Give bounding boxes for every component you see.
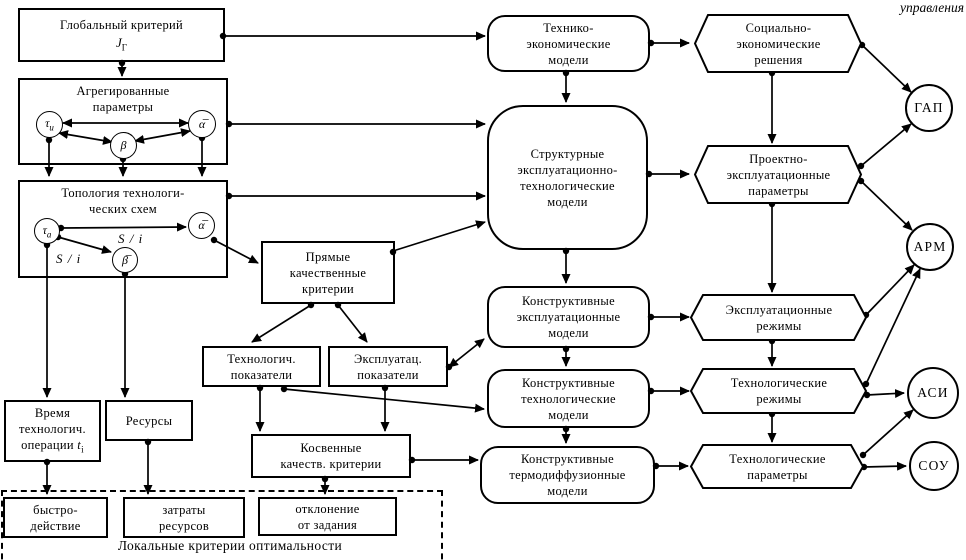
node-topology: Топология технологи- ческих схем	[18, 180, 228, 278]
page-caption-fragment: управления	[899, 0, 964, 15]
symbol-sub: а	[46, 229, 52, 240]
node-label: затраты ресурсов	[158, 502, 210, 533]
node-asi-circle: АСИ	[907, 367, 959, 419]
node-resource-costs: затраты ресурсов	[123, 497, 245, 538]
node-label: Косвенные качеств. критерии	[280, 441, 382, 471]
hexagon-oper-modes	[689, 294, 868, 341]
symbol-sub: i	[81, 444, 84, 455]
node-global-criterion: Глобальный критерий JГ	[18, 8, 225, 62]
node-label: ГАП	[914, 100, 944, 115]
connector-arrows	[42, 31, 921, 495]
node-label: Агрегированные параметры	[76, 84, 170, 114]
node-label: Эксплуатационные режимы	[725, 302, 833, 333]
node-oper-modes: Эксплуатационные режимы	[691, 295, 867, 340]
node-deviation: отклонение от задания	[258, 497, 397, 536]
node-aggregated-params: Агрегированные параметры	[18, 78, 228, 165]
node-label: Прямые качественные критерии	[289, 249, 367, 296]
node-constructive-oper-models: Конструктивные эксплуатационные модели	[487, 286, 650, 348]
symbol-tau: τа	[43, 223, 52, 239]
symbol-main: J	[116, 35, 122, 51]
node-label: АРМ	[913, 239, 947, 254]
node-label: Ресурсы	[125, 413, 173, 428]
node-resources: Ресурсы	[105, 400, 193, 441]
node-sou-circle: СОУ	[909, 441, 959, 491]
node-constructive-tech-models: Конструктивные технологические модели	[487, 369, 650, 428]
node-operation-time: Время технологич. операции ti	[4, 400, 101, 462]
node-label: СОУ	[918, 458, 950, 473]
symbol-circle-tau-aggregated: τи	[36, 111, 63, 138]
symbol-main: τ	[45, 116, 50, 131]
node-label: Глобальный критерий	[60, 18, 183, 33]
node-label: Проектно- эксплуатационные параметры	[726, 151, 831, 198]
symbol-tau: τи	[45, 116, 54, 132]
node-socio-econ-decisions: Социально- экономические решения	[695, 15, 862, 72]
hexagon-tech-params	[689, 444, 865, 489]
node-label: Технологические режимы	[730, 376, 828, 406]
node-label: АСИ	[917, 385, 949, 400]
node-direct-criteria: Прямые качественные критерии	[261, 241, 395, 304]
hexagon-tech-modes	[689, 368, 868, 414]
node-indirect-criteria: Косвенные качеств. критерии	[251, 434, 411, 478]
node-design-oper-params: Проектно- эксплуатационные параметры	[695, 146, 862, 203]
node-label: быстро- действие	[30, 502, 81, 533]
hexagon-design-oper-params	[693, 145, 863, 204]
node-label: Конструктивные термодиффузионные модели	[509, 452, 626, 498]
symbol-main: t	[77, 438, 82, 453]
local-criteria-group-border	[1, 490, 443, 560]
node-label: Конструктивные эксплуатационные модели	[516, 294, 621, 340]
node-label-text: Время технологич. операции	[19, 406, 86, 453]
node-arm-circle: АРМ	[906, 223, 954, 271]
symbol-sub: и	[49, 122, 54, 133]
symbol-circle-alpha-aggregated: α̅	[188, 110, 216, 138]
node-structural-models: Структурные эксплуатационно- технологиче…	[487, 105, 648, 250]
node-label: Топология технологи- ческих схем	[61, 186, 185, 216]
symbol-circle-beta-aggregated: β	[110, 132, 137, 159]
node-label: Конструктивные технологические модели	[521, 375, 616, 422]
symbol-alpha-bar: α̅	[198, 218, 205, 232]
node-tech-econ-models: Технико- экономические модели	[487, 15, 650, 72]
symbol-circle-alpha-topology: α̅	[188, 212, 215, 239]
hexagon-shapes	[689, 14, 868, 489]
node-oper-indicators: Эксплуатац. показатели	[328, 346, 448, 387]
node-constructive-thermo-models: Конструктивные термодиффузионные модели	[480, 446, 655, 504]
node-label: Технологические параметры	[729, 451, 826, 482]
symbol-sub: Г	[121, 42, 127, 53]
symbol-alpha-bar: α̅	[198, 116, 206, 131]
symbol-beta: β	[120, 138, 127, 152]
label-s-over-i-upper: S / i	[118, 231, 144, 246]
node-label: отклонение от задания	[295, 501, 360, 532]
symbol-j-gamma: JГ	[116, 35, 127, 53]
symbol-circle-tau-topology: τа	[34, 218, 60, 244]
node-gap-circle: ГАП	[905, 84, 953, 132]
symbol-main: τ	[42, 222, 47, 237]
label-s-over-i-lower: S / i	[56, 251, 82, 266]
hexagon-socio-econ	[693, 14, 863, 73]
symbol-beta-bar: β̅	[122, 252, 128, 267]
local-criteria-caption: Локальные критерии оптимальности	[117, 538, 343, 553]
node-tech-indicators: Технологич. показатели	[202, 346, 321, 387]
node-label: Технико- экономические модели	[526, 20, 611, 67]
node-label: Технологич. показатели	[227, 351, 296, 382]
node-label: Структурные эксплуатационно- технологиче…	[517, 146, 618, 209]
node-speed: быстро- действие	[3, 497, 108, 538]
node-tech-params: Технологические параметры	[691, 445, 864, 488]
node-label: Время технологич. операции ti	[19, 405, 86, 456]
node-tech-modes: Технологические режимы	[691, 369, 867, 413]
node-label: Эксплуатац. показатели	[353, 351, 423, 382]
symbol-circle-beta-topology: β̅	[112, 247, 138, 273]
node-label: Социально- экономические решения	[736, 20, 821, 67]
